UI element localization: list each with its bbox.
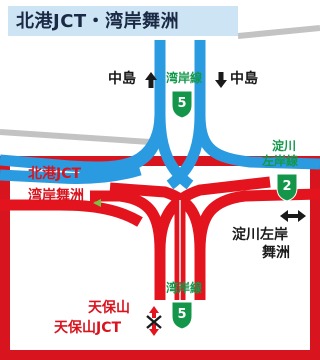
top-route-name: 湾岸線 — [166, 71, 203, 85]
red-road-cross-2 — [109, 182, 206, 251]
closed-x-icon — [146, 315, 162, 329]
blue-road-left-inner — [154, 114, 194, 190]
left-label-line1: 北港JCT — [28, 166, 82, 182]
closed-arrows — [146, 306, 162, 336]
green-triangle-icon — [93, 199, 101, 207]
bottom-left-line2: 天保山JCT — [54, 320, 122, 336]
title-bar-tail — [198, 6, 238, 36]
bottom-route-number: 5 — [177, 307, 187, 322]
route-shield-bottom — [171, 301, 193, 330]
title-bar — [8, 6, 200, 36]
route-shield-top — [171, 90, 193, 119]
top-right-destination: 中島 — [230, 71, 258, 87]
up-arrow-icon — [145, 72, 157, 88]
top-route-number: 5 — [177, 96, 187, 111]
blue-roads — [0, 40, 320, 190]
red-roads — [0, 176, 320, 300]
bottom-left-line1: 天保山 — [88, 300, 130, 316]
red-road-main-right — [194, 188, 320, 300]
left-label-line2: 湾岸舞洲 — [28, 188, 84, 204]
closed-up-arrow-icon — [149, 306, 159, 318]
red-road-left-exit — [0, 199, 143, 227]
blue-triangle-icon — [95, 172, 103, 180]
closed-down-arrow-icon — [149, 324, 159, 336]
blue-road-far-left — [0, 164, 142, 185]
right-route-number: 2 — [282, 179, 292, 194]
background-roads — [0, 25, 320, 145]
blue-road-main-right — [194, 40, 320, 170]
right-destination-line2: 舞洲 — [262, 245, 290, 261]
blue-road-right-branch — [166, 114, 206, 190]
down-arrow-icon — [215, 72, 227, 88]
route-shield-right — [276, 173, 298, 202]
right-sign-line1: 淀川 — [272, 139, 297, 153]
red-road-cross-1 — [154, 176, 271, 251]
top-arrows — [145, 72, 227, 88]
right-sign-line2: 左岸線 — [262, 154, 299, 168]
map-title: 北港JCT・湾岸舞洲 — [16, 11, 180, 32]
right-destination-line1: 淀川左岸 — [232, 227, 288, 243]
bottom-route-name: 湾岸線 — [166, 281, 203, 295]
top-left-destination: 中島 — [108, 71, 136, 87]
double-arrow-icon — [280, 210, 306, 222]
